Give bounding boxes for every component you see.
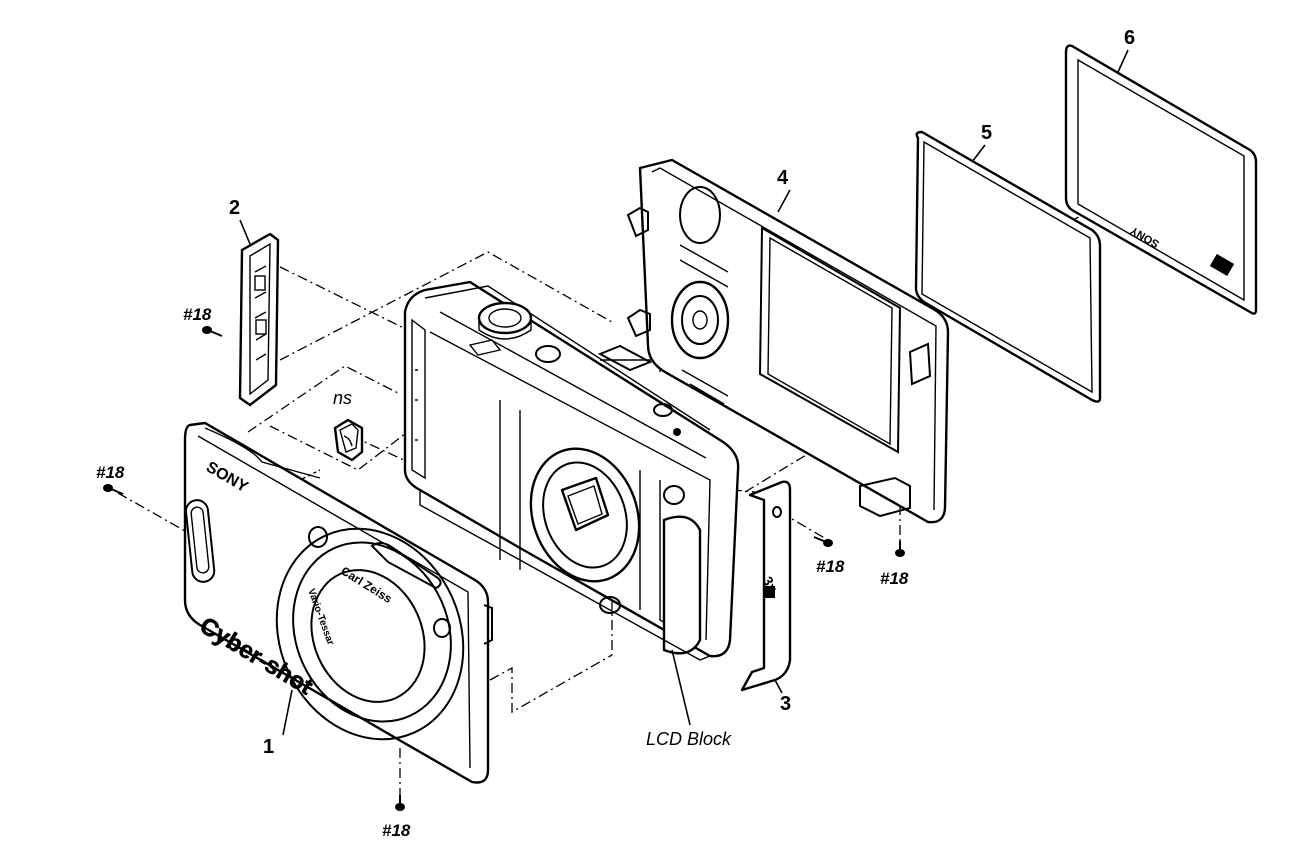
screw-icon xyxy=(895,541,905,557)
screw-icon xyxy=(813,536,833,547)
side-bracket-part xyxy=(238,232,280,407)
callout-leader-lines xyxy=(239,49,1129,736)
screw-label: #18 xyxy=(816,557,845,576)
part-5-label: 5 xyxy=(981,122,992,144)
screw-icon xyxy=(202,326,223,337)
window-sheet-part xyxy=(914,130,1102,403)
screw-icon xyxy=(103,484,124,495)
part-3-label: 3 xyxy=(780,693,791,715)
screw-label: #18 xyxy=(183,305,212,324)
lcd-block-part xyxy=(403,280,740,661)
screw-label: #18 xyxy=(96,463,125,482)
rear-cabinet-part xyxy=(626,158,950,524)
part-4-label: 4 xyxy=(777,167,789,189)
svg-text:3x: 3x xyxy=(759,574,781,596)
screw-icon xyxy=(395,795,405,811)
ns-small-part xyxy=(333,418,364,462)
screw-label: #18 xyxy=(880,569,909,588)
part-1-label: 1 xyxy=(263,736,274,758)
part-6-label: 6 xyxy=(1124,27,1135,49)
lcd-window-part: SONY xyxy=(1064,44,1258,315)
screw-label: #18 xyxy=(382,821,411,840)
part-2-label: 2 xyxy=(229,197,240,219)
ns-label: ns xyxy=(333,388,352,408)
side-cover-part: 3x xyxy=(740,480,792,692)
lcd-block-label: LCD Block xyxy=(646,729,732,749)
